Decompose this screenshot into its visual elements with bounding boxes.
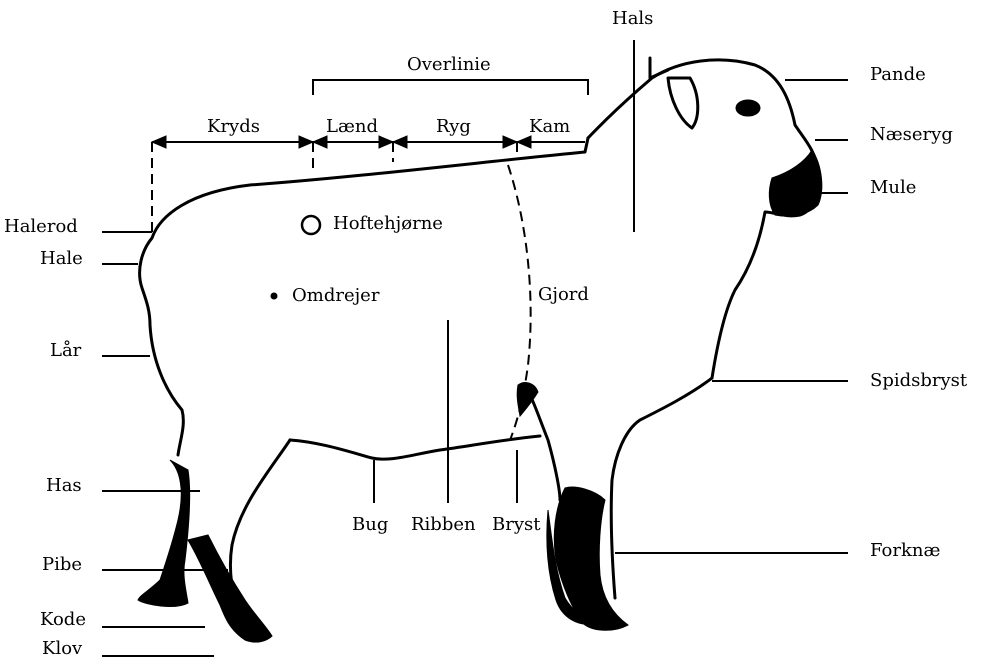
label-has: Has xyxy=(46,475,82,496)
label-pande: Pande xyxy=(870,64,926,85)
label-omdrejer: Omdrejer xyxy=(292,285,380,306)
label-halerod: Halerod xyxy=(4,216,78,237)
overlinie-bracket xyxy=(313,80,588,95)
label-bug: Bug xyxy=(352,514,388,535)
label-klov: Klov xyxy=(42,638,83,659)
label-kam: Kam xyxy=(529,116,570,137)
label-kode: Kode xyxy=(40,609,86,630)
label-naeseryg: Næseryg xyxy=(870,124,953,145)
label-gjord: Gjord xyxy=(538,284,589,305)
hoftehjorne-marker xyxy=(302,216,320,234)
label-forknae: Forknæ xyxy=(870,540,940,561)
label-spidsbryst: Spidsbryst xyxy=(870,370,968,391)
label-laend: Lænd xyxy=(326,116,378,137)
label-hoftehjorne: Hoftehjørne xyxy=(333,213,443,234)
label-bryst: Bryst xyxy=(492,514,541,535)
dark-markings xyxy=(138,150,822,642)
label-hale: Hale xyxy=(40,248,83,269)
label-lar: Lår xyxy=(50,339,82,361)
label-ribben: Ribben xyxy=(411,514,476,535)
label-hals: Hals xyxy=(612,8,653,29)
omdrejer-marker xyxy=(271,293,278,300)
label-kryds: Kryds xyxy=(207,116,260,137)
label-ryg: Ryg xyxy=(436,116,471,137)
label-pibe: Pibe xyxy=(42,554,82,575)
label-mule: Mule xyxy=(870,177,916,198)
label-overlinie: Overlinie xyxy=(407,54,491,75)
